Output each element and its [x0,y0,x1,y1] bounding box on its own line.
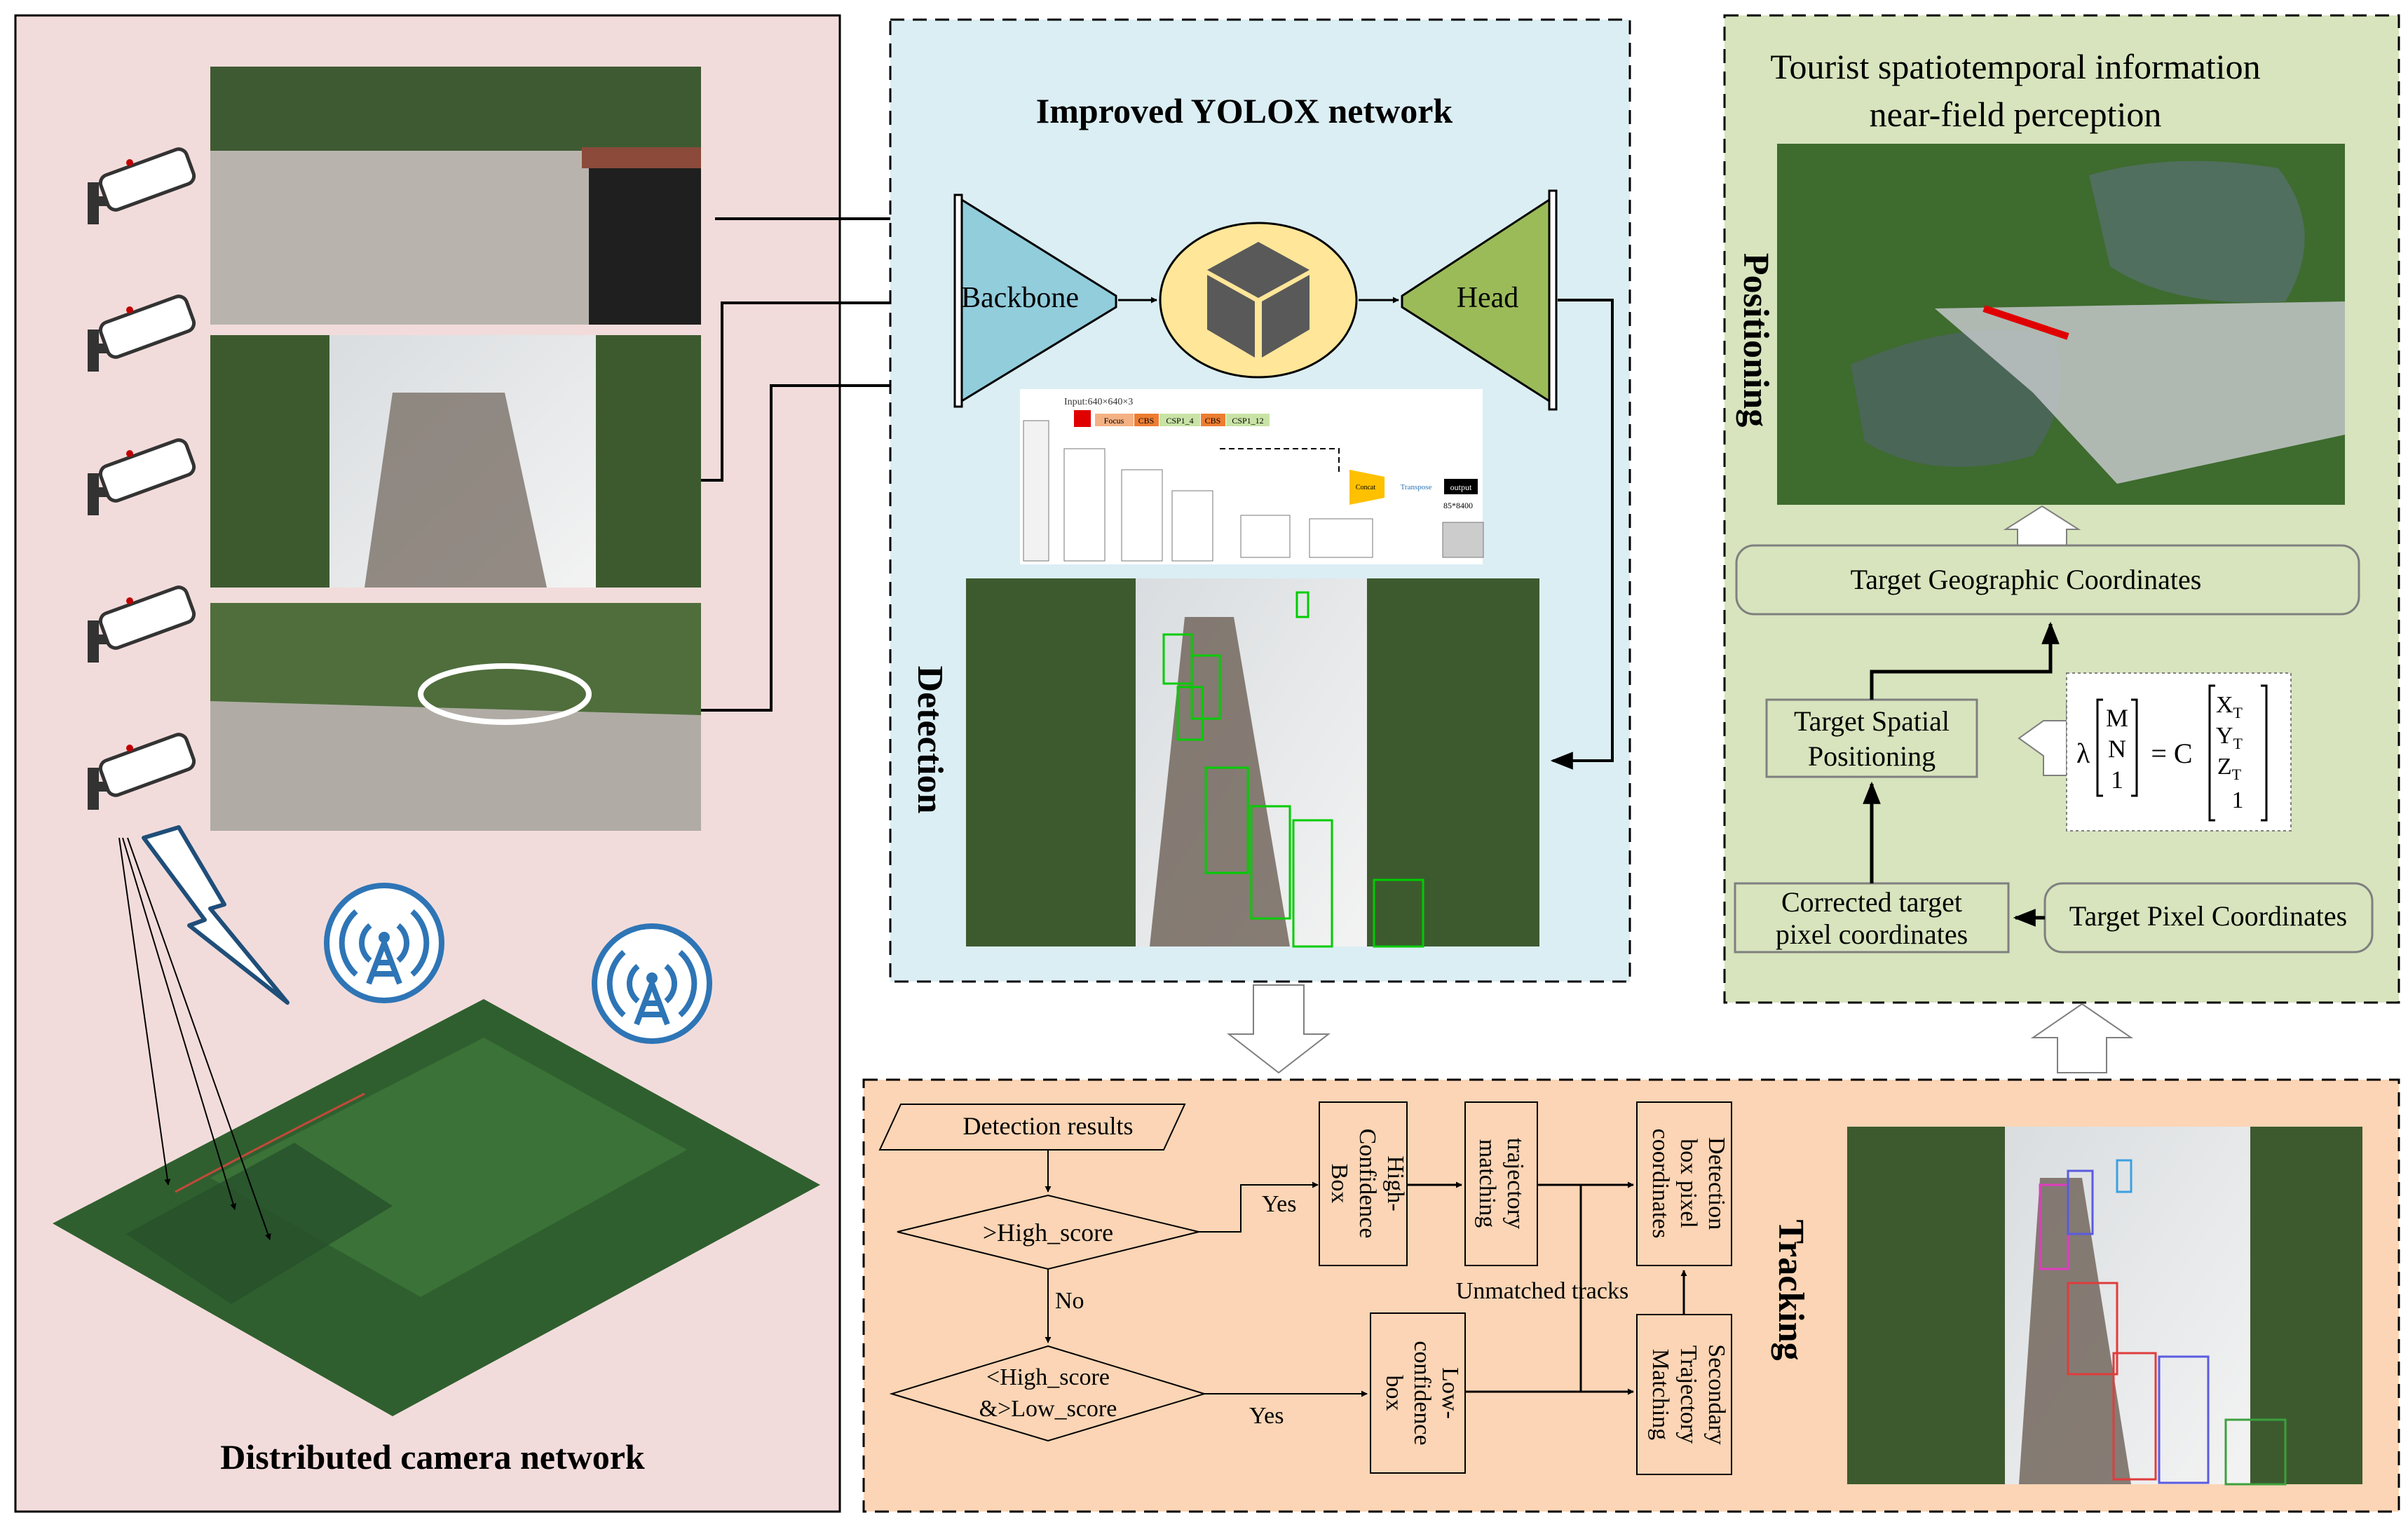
secondary-line: Secondary [1703,1344,1729,1445]
equation-term: ZT [2217,754,2242,783]
pixel-coords-label: Target Pixel Coordinates [2069,900,2347,932]
terrain-map [53,999,820,1416]
arch-module-label: CSP1_12 [1232,416,1263,426]
tracking-to-positioning-arrow [2030,1003,2134,1073]
det-box-line: box pixel [1675,1139,1701,1228]
perception-title-line2: near-field perception [1870,95,2162,134]
camera-icon [88,294,196,372]
arch-input-label: Input:640×640×3 [1064,397,1133,407]
det-box-line: Detection [1703,1137,1729,1230]
yolox-core [1159,222,1358,379]
backbone-label: Backbone [961,282,1079,314]
trajectory-matching-box [1464,1101,1538,1266]
traj-match-line: trajectory [1502,1138,1528,1229]
no-label: No [1055,1288,1084,1314]
corrected-coords-line1: Corrected target [1781,886,1962,918]
yes-label: Yes [1262,1191,1296,1217]
detection-panel: Improved YOLOX network Detection Backbon… [889,18,1631,983]
camera-icon [88,147,196,224]
head-label: Head [1457,282,1519,314]
arch-module-label: CSP1_4 [1166,416,1193,426]
spatial-positioning-line1: Target Spatial [1794,705,1950,737]
high-conf-line: High- [1382,1155,1408,1211]
high-score-label: >High_score [983,1219,1113,1247]
geo-coords-box [1735,544,2360,616]
tracking-result-photo [1847,1127,2362,1486]
tracking-panel: Tracking Detection results >High_score Y… [862,1078,2400,1513]
equation-term: XT [2216,692,2243,721]
equation-equals: = C [2151,738,2192,769]
signal-tower-icon [324,883,444,1003]
high-conf-line: Box [1326,1164,1352,1204]
camera-icon [88,585,196,663]
equation-term: YT [2216,723,2243,752]
mid-score-decision [889,1345,1207,1442]
low-confidence-box [1370,1312,1466,1474]
arch-module-label: CBS [1138,416,1155,426]
secondary-line: Matching [1647,1349,1673,1440]
unmatched-tracks-label: Unmatched tracks [1456,1278,1628,1304]
low-conf-line: Low- [1437,1367,1463,1419]
low-conf-line: confidence [1409,1341,1435,1445]
tracking-side-label: Tracking [1771,1219,1811,1360]
signal-tower-icon [592,923,712,1044]
aerial-photo [1777,144,2345,505]
yes-label: Yes [1249,1403,1284,1429]
equation-term: N [2108,735,2126,763]
high-conf-line: Confidence [1354,1129,1380,1239]
architecture-thumbnail: Input:640×640×3 Focus CBS CSP1_4 CBS CSP… [1020,389,1484,564]
detection-results-node [878,1104,1186,1151]
arch-output-label: output [1450,482,1472,492]
detection-results-label: Detection results [963,1112,1134,1140]
equation-term: 1 [2232,787,2244,813]
mid-score-line1: <High_score [986,1364,1110,1390]
camera-icon [88,438,196,515]
low-conf-line: box [1381,1376,1407,1411]
secondary-matching-box [1636,1314,1732,1475]
geo-coords-label: Target Geographic Coordinates [1851,564,2202,595]
arch-module-label: CBS [1205,416,1221,426]
backbone-block [960,198,1117,403]
camera-panel-title: Distributed camera network [220,1437,645,1477]
network-title: Improved YOLOX network [1036,91,1453,130]
equation-term: 1 [2111,766,2123,794]
spatial-positioning-box [1765,698,1978,778]
positioning-side-label: Positioning [1736,253,1776,428]
arch-concat-label: Concat [1356,484,1376,491]
camera-photo-misty-bridge [210,335,701,588]
equation-lambda: λ [2076,738,2090,769]
traj-match-line: matching [1474,1139,1500,1228]
camera-icon [88,733,196,810]
lightning-icon [142,825,290,1005]
arch-transpose-label: Transpose [1401,483,1432,491]
camera-photo-pavilion [210,603,701,831]
perception-title-line1: Tourist spatiotemporal information [1770,47,2260,86]
projection-equation: λ M N 1 = C XT YT ZT 1 [2066,672,2292,832]
mid-score-line2: &>Low_score [979,1396,1117,1422]
arch-output-size: 85*8400 [1443,501,1473,510]
secondary-line: Trajectory [1675,1345,1701,1444]
camera-photo-square [210,67,701,325]
camera-network-panel: Distributed camera network [14,14,841,1513]
detection-box-coords [1636,1101,1732,1266]
det-box-line: coordinates [1647,1129,1673,1239]
arch-module-label: Focus [1104,416,1124,426]
detection-result-photo [966,578,1539,948]
corrected-coords-line2: pixel coordinates [1776,918,1968,950]
equation-term: M [2106,704,2128,732]
detection-to-tracking-arrow [1227,984,1331,1074]
spatial-positioning-line2: Positioning [1808,740,1936,772]
detection-side-label: Detection [910,666,950,814]
positioning-panel: Tourist spatiotemporal information near-… [1723,14,2400,1004]
cube-icon [1207,242,1310,358]
